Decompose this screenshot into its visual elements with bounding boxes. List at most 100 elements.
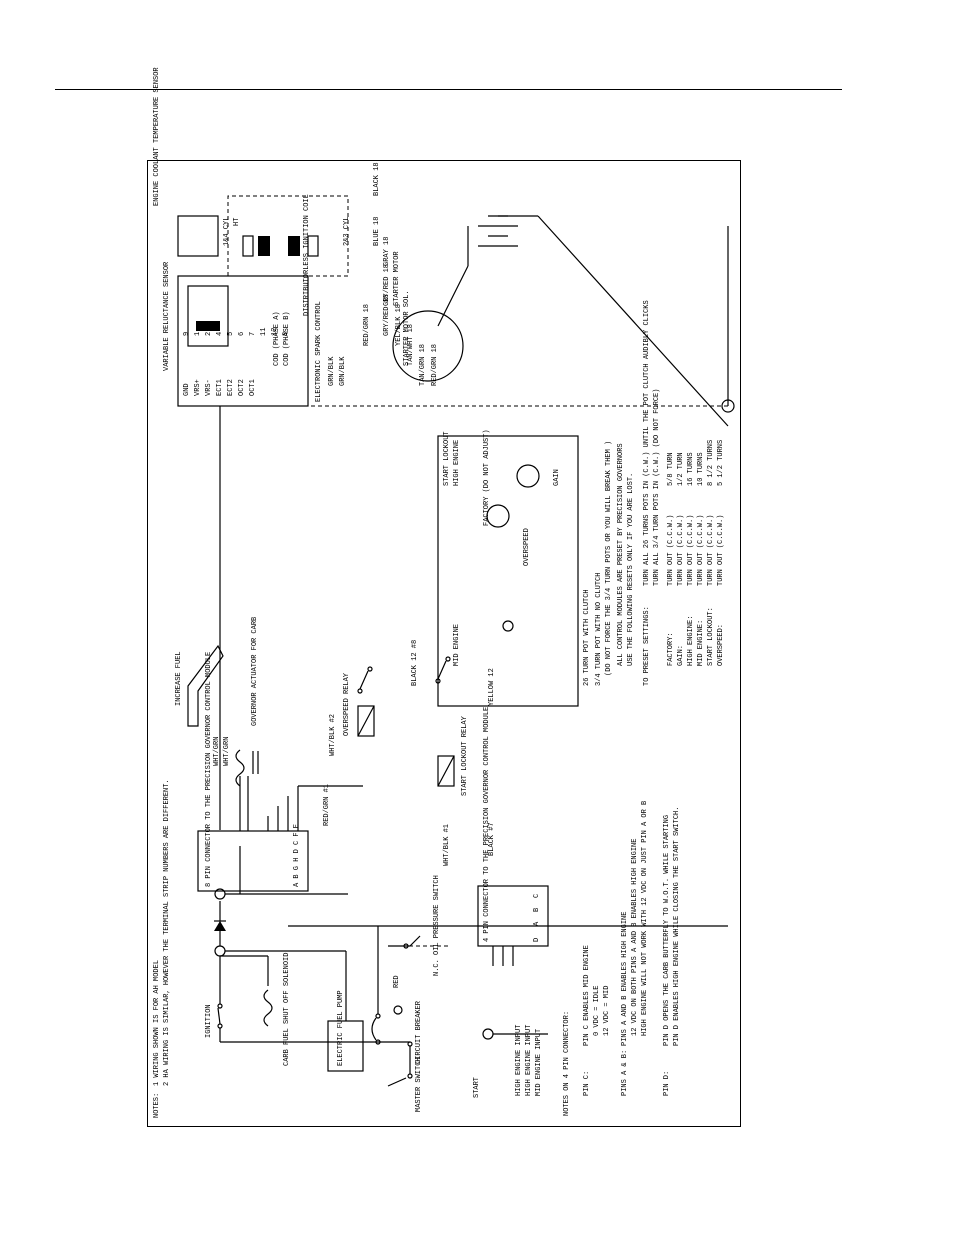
circuit-breaker-label: CIRCUIT BREAKER [415,1000,423,1064]
preset-dir: TURN OUT (C.C.W.) [687,515,695,586]
connector-notes-heading: NOTES ON 4 PIN CONNECTOR: [563,1011,571,1116]
terminal-13-icon [502,620,514,632]
preset-name: MID ENGINE: [697,620,705,666]
factory-pot-icon [486,504,510,528]
terminal-pin: 12 [271,328,279,336]
pin-ab-label: PINS A & B: [621,1050,629,1096]
gry-red18-label-2: GRY/RED 18 [383,294,391,336]
preset-dir: TURN OUT (C.C.W.) [667,515,675,586]
panel-overspeed: OVERSPEED [523,528,531,566]
black18-label: BLACK 18 [373,162,381,196]
pin-ab-line-1: PINS A AND B ENABLES HIGH ENGINE [621,912,629,1046]
pin4-letter-b: B [533,908,541,912]
pin-c-label: PIN C: [583,1071,591,1096]
preset-name: START LOCKOUT: [707,607,715,666]
master-switch-label: MASTER SWITCH [415,1057,423,1112]
tan-wht18-label: TAN/WHT 18 [407,324,415,366]
carb-solenoid-label: CARB FUEL SHUT OFF SOLENOID [283,953,291,1066]
pin-c-line-3: 12 VDC = MID [603,986,611,1036]
pin-d-label: PIN D: [663,1071,671,1096]
terminal-name: VRS- [205,379,213,396]
input-high-1: HIGH ENGINE INPUT [515,1025,523,1096]
header-rule [55,89,842,90]
input-mid: MID ENGINE INPUT [535,1029,543,1096]
preset-name: OVERSPEED: [717,624,725,666]
panel-mid-engine: MID ENGINE [453,624,461,666]
preset-line-1: TURN ALL 26 TURNS POTS IN (C.W.) UNTIL T… [643,300,651,586]
ignition-coil-box [227,195,349,277]
preset-dir: TURN OUT (C.C.W.) [677,515,685,586]
terminal-name: ECT1 [216,379,224,396]
pin-d-line-2: PIN D ENABLES HIGH ENGINE WHILE CLOSING … [673,807,681,1046]
diagram-frame [147,160,741,1127]
terminal-pin: 4 [216,332,224,336]
pot-note-2: 3/4 TURN POT WITH NO CLUTCH [595,573,603,686]
black12-label: BLACK 12 #8 [411,640,419,686]
preset-val: 8 1/2 TURNS [707,440,715,486]
fuel-pump-label: ELECTRIC FUEL PUMP [337,990,345,1066]
connector-8pin-icon [197,830,309,892]
preset-dir: TURN OUT (C.C.W.) [717,515,725,586]
terminal-start-icon [482,1028,494,1040]
terminal-name: OCT1 [249,379,257,396]
pin-ab-line-3: HIGH ENGINE WILL NOT WORK WITH 12 VDC ON… [641,801,649,1036]
terminal-pin: 8 [282,332,290,336]
preset-name: FACTORY: [667,632,675,666]
terminal-pin: 11 [260,328,268,336]
wht-blk1-label: WHT/BLK #1 [443,824,451,866]
overspeed-relay-label: OVERSPEED RELAY [343,672,351,736]
yel-blk18-label: YEL/BLK 18 [395,304,403,346]
start-lockout-relay-label: START LOCKOUT RELAY [461,715,469,796]
pot-note-5: USE THE FOLLOWING RESETS ONLY IF YOU ARE… [627,473,635,666]
grn-blk-label: GRN/BLK [328,356,336,386]
preset-dir: TURN OUT (C.C.W.) [697,515,705,586]
terminal-pin: 7 [249,332,257,336]
grn-blk-label-2: GRN/BLK [339,356,347,386]
ignition-coil-label: DISTRIBUTORLESS IGNITION COIL [303,194,311,316]
increase-fuel-label: INCREASE FUEL [175,651,183,706]
terminal-2-icon [393,1005,403,1015]
pin4-letter-a: A [533,921,541,926]
coolant-sensor-label: ENGINE COOLANT TEMPERATURE SENSOR [153,67,161,206]
terminal-name: ECT2 [227,379,235,396]
preset-table: FACTORY:TURN OUT (C.C.W.)5/8 TURNGAIN:TU… [667,440,725,666]
red-grn18-label: RED/GRN 18 [363,304,371,346]
terminal-10-icon [214,945,226,957]
ht-label: HT [233,218,241,226]
control-module-panel [437,435,579,707]
terminal-name: OCT2 [238,379,246,396]
preset-name: GAIN: [677,645,685,666]
preset-heading: TO PRESET SETTINGS: [643,606,651,686]
vr-sensor-label: VARIABLE RELUCTANCE SENSOR [163,261,171,371]
notes-line-1: 1 WIRING SHOWN IS FOR AH MODEL [153,960,161,1086]
fuel-pump-icon [327,1020,364,1072]
panel-gain: GAIN [553,469,561,486]
red-wire-label: RED [393,975,401,988]
terminal-pin: 9 [183,332,191,336]
coolant-sensor-icon [177,215,219,257]
notes-line-2: 2 HA WIRING IS SIMILAR, HOWEVER THE TERM… [163,779,171,1086]
pin8-connector-label: 8 PIN CONNECTOR TO THE PRECISION GOVERNO… [205,652,213,887]
pin4-letter-d: D [533,938,541,942]
preset-val: 5 1/2 TURNS [717,440,725,486]
overspeed-relay-icon [357,705,375,737]
preset-dir: TURN OUT (C.C.W.) [707,515,715,586]
gain-pot-icon [516,464,540,488]
blue18-label: BLUE 18 [373,217,381,246]
yellow12-label: YELLOW 12 [488,668,496,706]
starter-motor-label: STARTER MOTOR [393,251,401,306]
master-switch [220,1041,413,1087]
preset-val: 16 TURNS [687,452,695,486]
pot-note-1: 26 TURN POT WITH CLUTCH [583,589,591,686]
wht-grn-label: WHT/GRN [213,737,221,766]
tan-grn18-label: TAN/GRN 18 [419,344,427,386]
black7-label: BLACK #7 [488,822,496,856]
terminal-name: GND [183,383,191,396]
pin4-connector-label: 4 PIN CONNECTOR TO THE PRECISION GOVERNO… [483,707,491,942]
terminal-pin: 2 [205,332,213,336]
start-label: START [473,1077,481,1098]
terminal-pin: 6 [238,332,246,336]
pin-ab-line-2: 12 VDC ON BOTH PINS A AND B ENABLES HIGH… [631,839,639,1036]
